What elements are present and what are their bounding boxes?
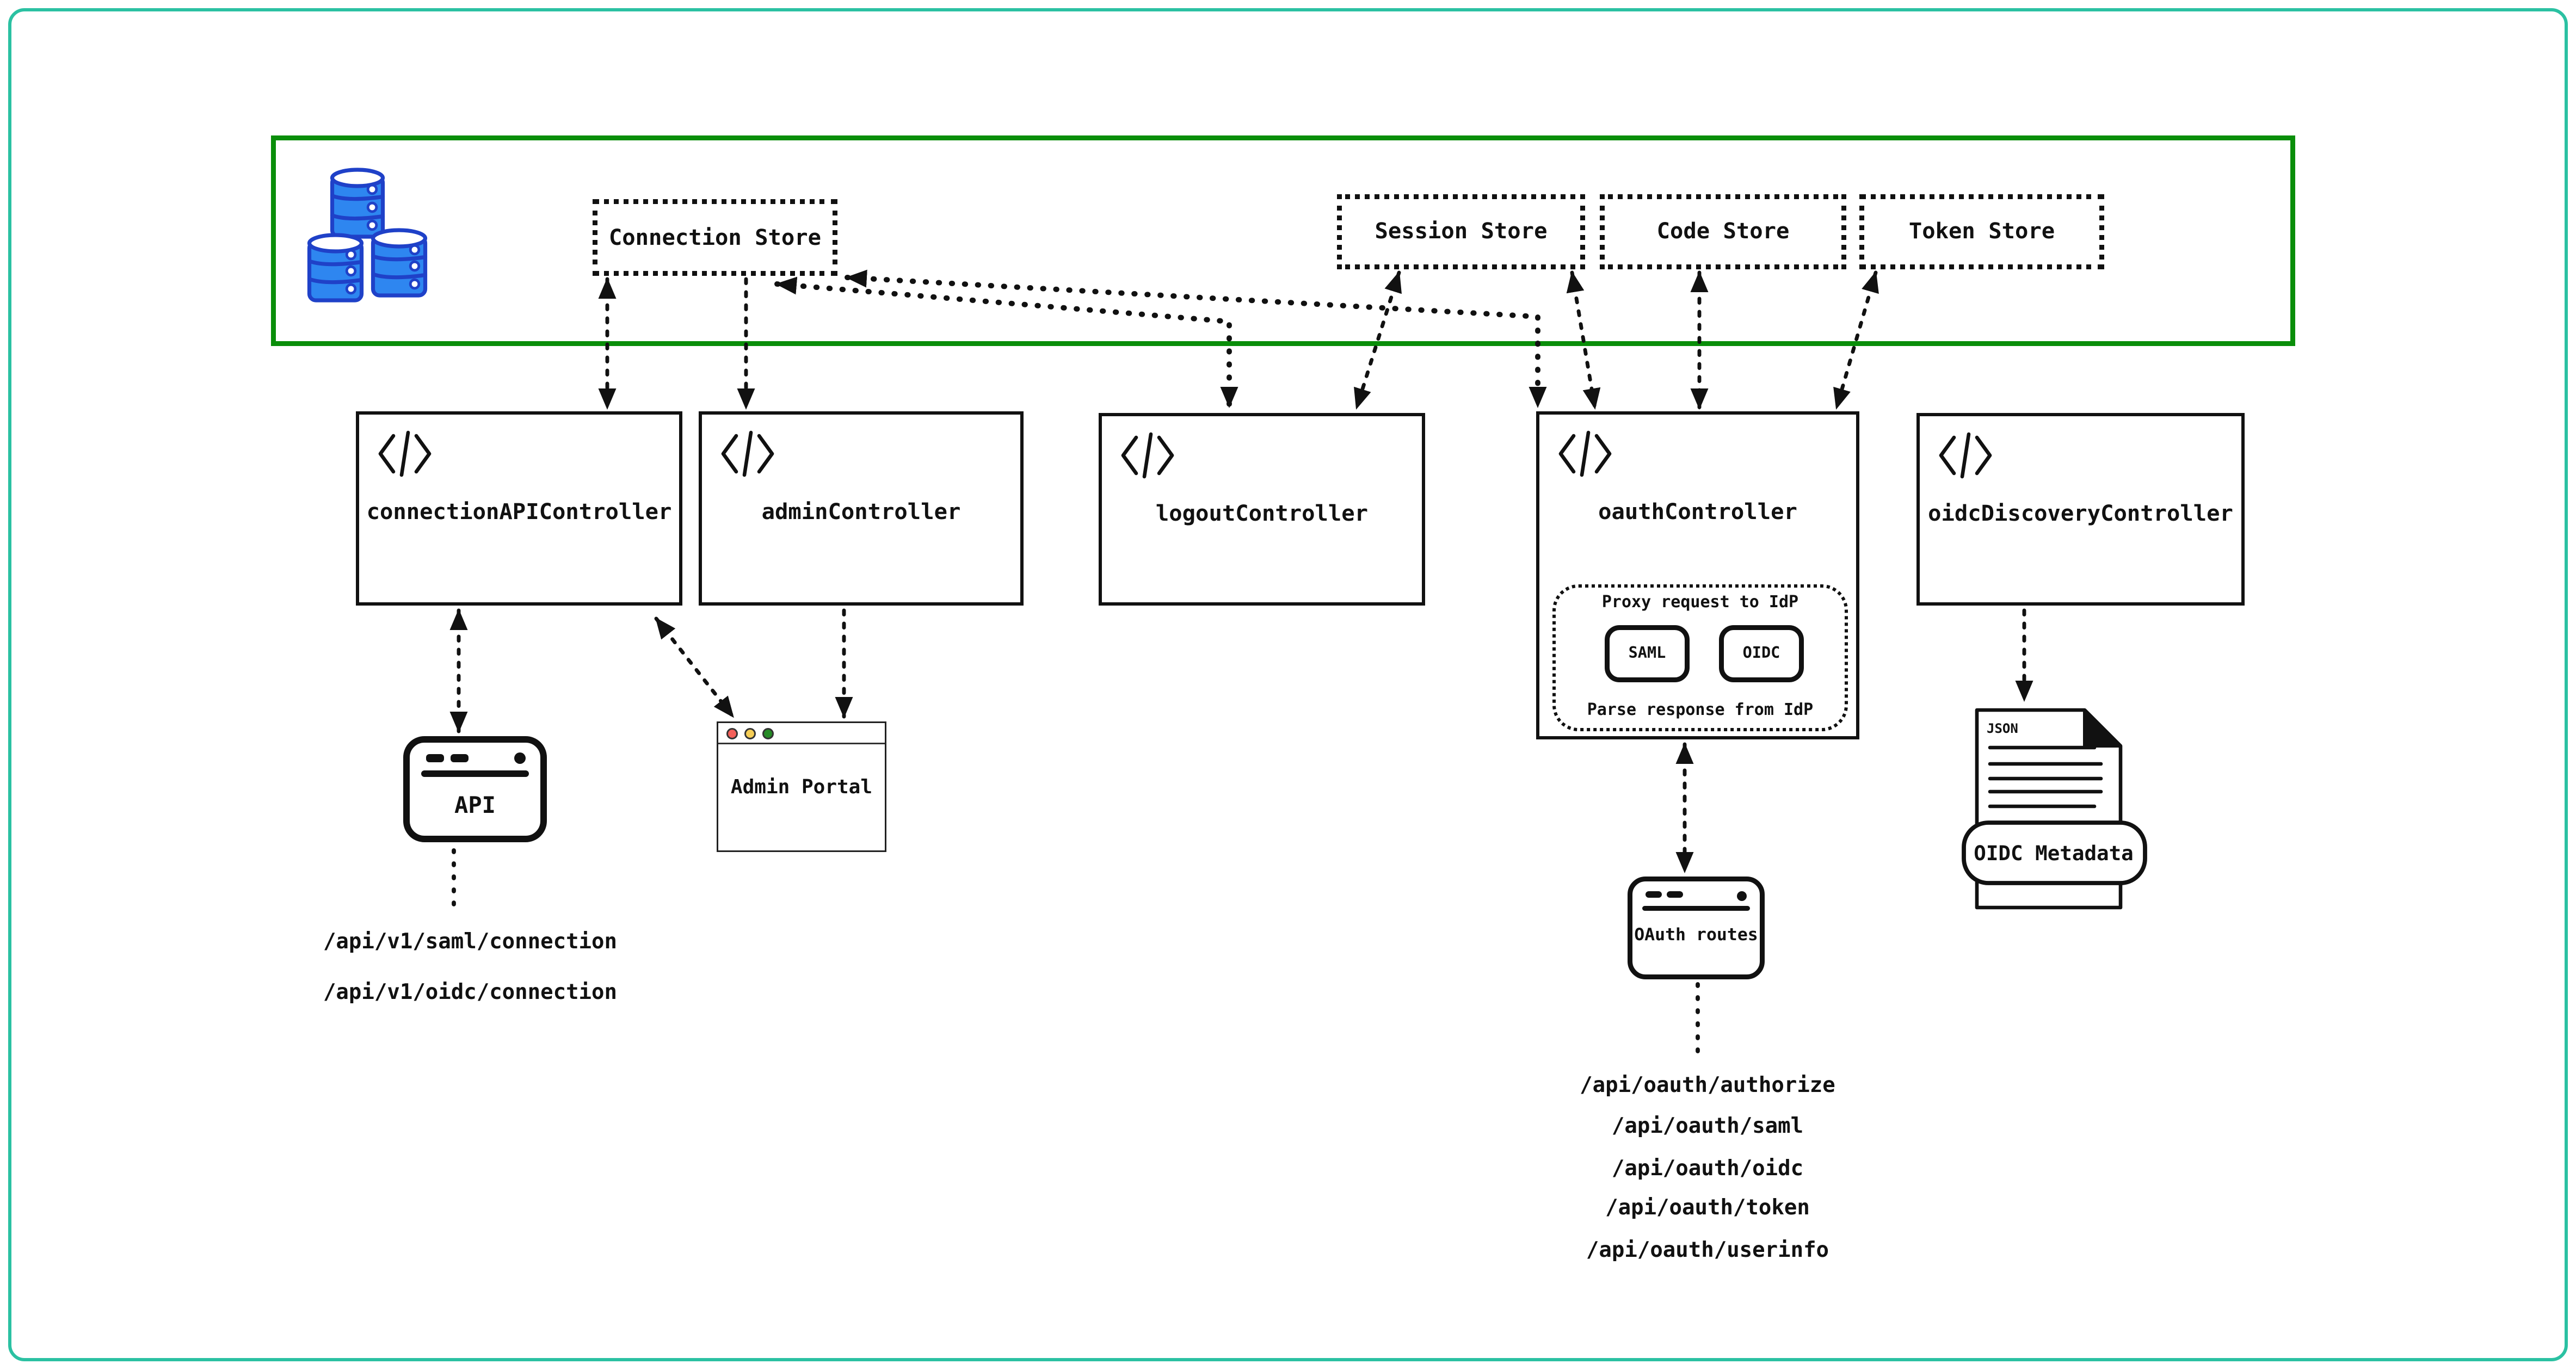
api-route: /api/v1/saml/connection	[323, 930, 617, 955]
code-store-box: Code Store	[1600, 194, 1846, 269]
oauth-route: /api/oauth/token	[1605, 1196, 1810, 1221]
folded-corner-icon	[2083, 708, 2122, 748]
oauth-routes-label: OAuth routes	[1634, 925, 1758, 945]
oidc-label: OIDC	[1742, 645, 1780, 663]
oauth-controller-box: oauthController Proxy request to IdP SAM…	[1536, 411, 1859, 739]
logout-controller-label: logoutController	[1155, 501, 1369, 527]
api-route: /api/v1/oidc/connection	[323, 981, 617, 1005]
oauth-controller-label: oauthController	[1598, 499, 1797, 526]
connection-store-label: Connection Store	[608, 224, 822, 251]
connection-api-controller-box: connectionAPIController	[356, 411, 682, 606]
minimize-dot-icon	[744, 728, 756, 739]
proxy-request-label: Proxy request to IdP	[1601, 594, 1799, 612]
oauth-route: /api/oauth/saml	[1611, 1115, 1804, 1139]
parse-response-label: Parse response from IdP	[1587, 702, 1814, 720]
window-titlebar	[718, 723, 885, 744]
logout-controller-box: logoutController	[1099, 413, 1425, 606]
oauth-route: /api/oauth/userinfo	[1586, 1239, 1829, 1263]
code-icon	[1121, 432, 1174, 479]
oidc-protocol-box: OIDC	[1719, 625, 1804, 682]
oidc-discovery-controller-box: oidcDiscoveryController	[1916, 413, 2245, 606]
api-browser-icon: API	[403, 736, 547, 842]
oauth-route: /api/oauth/authorize	[1580, 1074, 1835, 1099]
code-icon	[721, 430, 774, 477]
session-store-label: Session Store	[1375, 219, 1548, 245]
idp-proxy-box: Proxy request to IdP SAML OIDC Parse res…	[1552, 584, 1848, 731]
json-tag: JSON	[1987, 721, 2018, 736]
admin-portal-window: Admin Portal	[717, 721, 886, 852]
session-store-box: Session Store	[1337, 194, 1585, 269]
oidc-discovery-controller-label: oidcDiscoveryController	[1928, 501, 2233, 527]
api-label: API	[454, 793, 496, 819]
code-store-label: Code Store	[1656, 219, 1790, 245]
close-dot-icon	[726, 728, 738, 739]
document-text-lines	[1988, 745, 2103, 809]
code-icon	[378, 430, 432, 477]
token-store-label: Token Store	[1908, 219, 2055, 245]
oidc-metadata-label: OIDC Metadata	[1974, 841, 2134, 865]
connection-store-box: Connection Store	[593, 199, 837, 276]
oidc-metadata-document: JSON OIDC Metadata	[1962, 708, 2147, 910]
code-icon	[1558, 430, 1612, 477]
oauth-route: /api/oauth/oidc	[1611, 1157, 1804, 1182]
saml-protocol-box: SAML	[1605, 625, 1690, 682]
database-icon	[307, 168, 428, 303]
oauth-routes-browser-icon: OAuth routes	[1628, 877, 1765, 979]
outer-frame	[8, 8, 2568, 1361]
admin-controller-box: adminController	[699, 411, 1024, 606]
saml-label: SAML	[1628, 645, 1666, 663]
admin-controller-label: adminController	[761, 499, 961, 526]
connection-api-controller-label: connectionAPIController	[366, 499, 672, 526]
token-store-box: Token Store	[1859, 194, 2104, 269]
admin-portal-label: Admin Portal	[730, 775, 873, 798]
code-icon	[1939, 432, 1992, 479]
maximize-dot-icon	[762, 728, 774, 739]
